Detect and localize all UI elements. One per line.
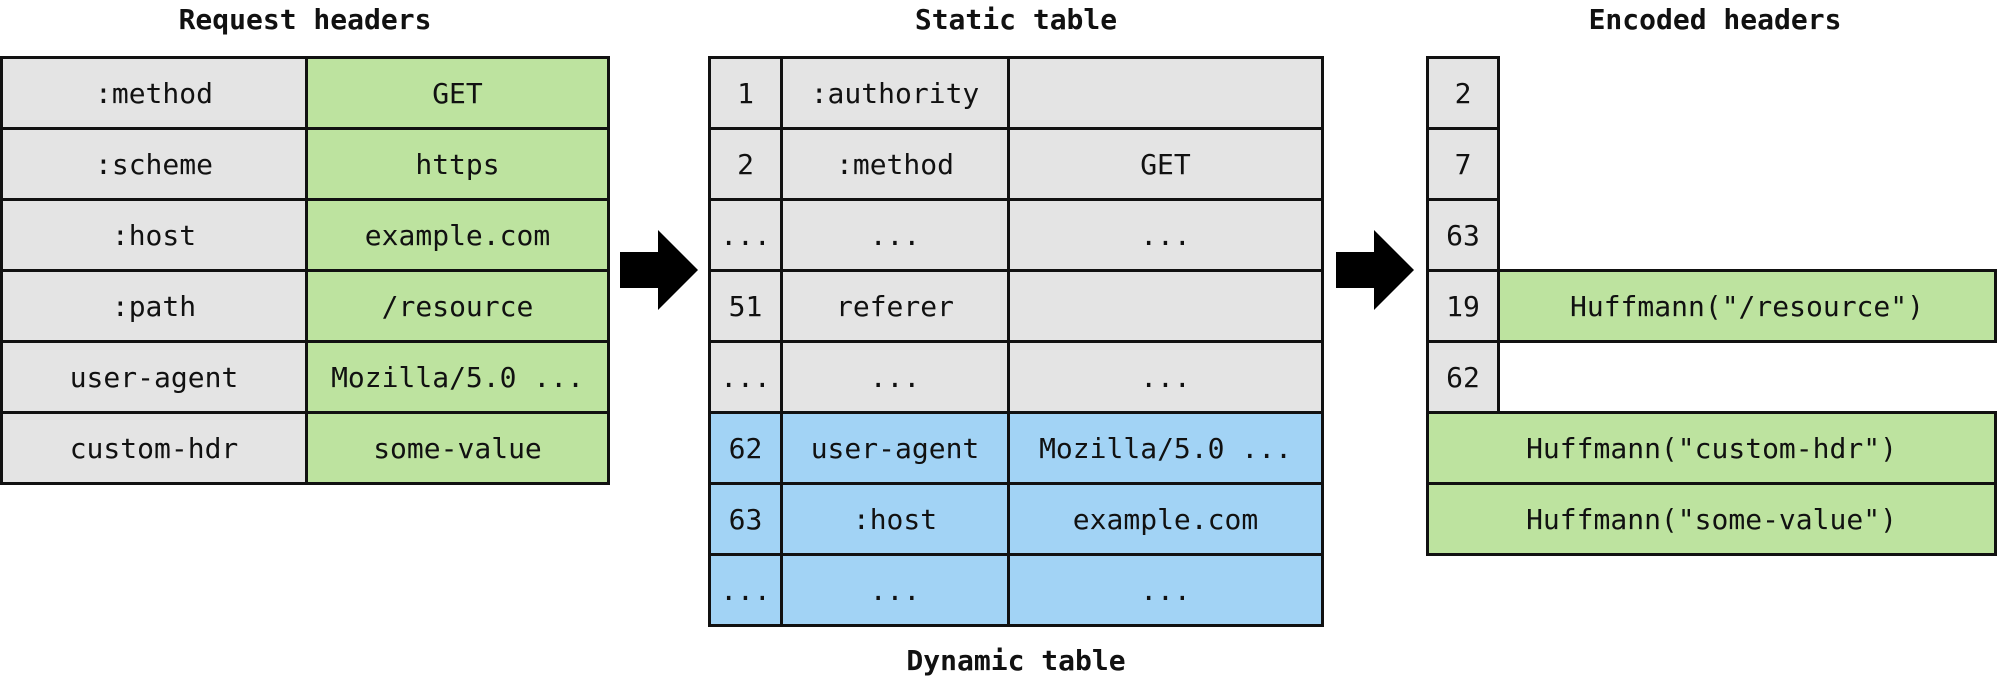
encoded-index: 63	[1426, 198, 1500, 272]
dynamic-table-index: ...	[708, 553, 783, 627]
dynamic-table-name: ...	[780, 553, 1010, 627]
static-table-title: Static table	[914, 3, 1118, 36]
request-headers-title: Request headers	[178, 3, 432, 36]
encoded-literal-header: Huffmann("some-value")	[1426, 482, 1997, 556]
static-table-name: :method	[780, 127, 1010, 201]
encoded-headers-title: Encoded headers	[1588, 3, 1842, 36]
request-header-name: :path	[0, 269, 308, 343]
static-table-value: ...	[1007, 340, 1324, 414]
request-header-name: :method	[0, 56, 308, 130]
dynamic-table-index: 62	[708, 411, 783, 485]
arrow-right-icon	[620, 230, 698, 310]
static-table-value	[1007, 56, 1324, 130]
dynamic-table-value: ...	[1007, 553, 1324, 627]
static-table-name: referer	[780, 269, 1010, 343]
request-header-name: custom-hdr	[0, 411, 308, 485]
static-table-value: ...	[1007, 198, 1324, 272]
static-table-index: 2	[708, 127, 783, 201]
request-header-value: GET	[305, 56, 610, 130]
request-header-value: example.com	[305, 198, 610, 272]
request-header-name: :host	[0, 198, 308, 272]
encoded-index: 7	[1426, 127, 1500, 201]
dynamic-table-index: 63	[708, 482, 783, 556]
encoded-literal-value: Huffmann("/resource")	[1497, 269, 1997, 343]
arrow-right-icon	[1336, 230, 1414, 310]
dynamic-table-name: user-agent	[780, 411, 1010, 485]
static-table-value: GET	[1007, 127, 1324, 201]
static-table-name: ...	[780, 340, 1010, 414]
request-header-value: Mozilla/5.0 ...	[305, 340, 610, 414]
encoded-literal-header: Huffmann("custom-hdr")	[1426, 411, 1997, 485]
static-table-value	[1007, 269, 1324, 343]
static-table-name: :authority	[780, 56, 1010, 130]
request-header-value: some-value	[305, 411, 610, 485]
static-table-index: ...	[708, 340, 783, 414]
encoded-index: 19	[1426, 269, 1500, 343]
static-table-index: 51	[708, 269, 783, 343]
dynamic-table-name: :host	[780, 482, 1010, 556]
request-header-value: /resource	[305, 269, 610, 343]
dynamic-table-value: example.com	[1007, 482, 1324, 556]
static-table-index: 1	[708, 56, 783, 130]
request-header-name: :scheme	[0, 127, 308, 201]
encoded-index: 2	[1426, 56, 1500, 130]
static-table-index: ...	[708, 198, 783, 272]
dynamic-table-value: Mozilla/5.0 ...	[1007, 411, 1324, 485]
request-header-value: https	[305, 127, 610, 201]
dynamic-table-title: Dynamic table	[906, 644, 1126, 677]
encoded-index: 62	[1426, 340, 1500, 414]
static-table-name: ...	[780, 198, 1010, 272]
request-header-name: user-agent	[0, 340, 308, 414]
